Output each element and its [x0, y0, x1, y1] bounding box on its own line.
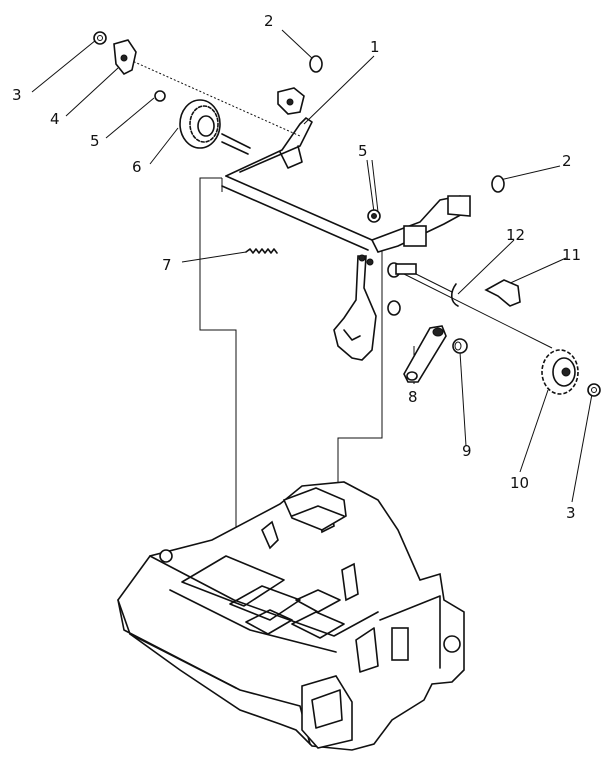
washer-part-3-right	[587, 383, 601, 397]
label-part-2-right: 2	[562, 152, 572, 170]
e-ring-part-5-center	[367, 209, 381, 223]
label-part-11: 11	[562, 246, 581, 264]
label-part-5-center: 5	[358, 142, 368, 160]
main-shaft-part-1	[221, 117, 471, 361]
printer-base-chassis	[117, 481, 465, 751]
label-part-7: 7	[162, 256, 172, 274]
pins	[387, 262, 417, 316]
label-part-8: 8	[408, 388, 418, 406]
label-part-3-top: 3	[12, 86, 22, 104]
lever-part-11	[484, 279, 521, 307]
label-part-4: 4	[50, 110, 60, 128]
label-part-5-left: 5	[90, 132, 100, 150]
clip-part-2-top	[277, 55, 323, 115]
e-ring-part-5-left	[154, 90, 166, 102]
label-part-1: 1	[370, 38, 380, 56]
gear-part-6	[179, 99, 251, 155]
collar-part-9	[452, 338, 468, 354]
clip-part-2-right	[491, 175, 505, 193]
washer-part-3-top	[93, 31, 107, 45]
label-part-6: 6	[132, 158, 142, 176]
spring-part-7	[245, 248, 278, 254]
spring-clip-part-12	[450, 283, 459, 307]
leader-lines	[31, 29, 593, 503]
label-part-12: 12	[506, 226, 525, 244]
label-part-3-bottom: 3	[566, 504, 576, 522]
label-part-9: 9	[462, 442, 472, 460]
bracket-part-4	[113, 39, 137, 76]
label-part-10: 10	[510, 474, 529, 492]
sprocket-part-10	[541, 349, 579, 395]
label-part-2-top: 2	[264, 12, 274, 30]
part-labels: 1 2 2 3 3 4 5 5 6 7 8 9 10 11 12	[12, 12, 581, 522]
link-arm-part-8	[403, 325, 447, 383]
